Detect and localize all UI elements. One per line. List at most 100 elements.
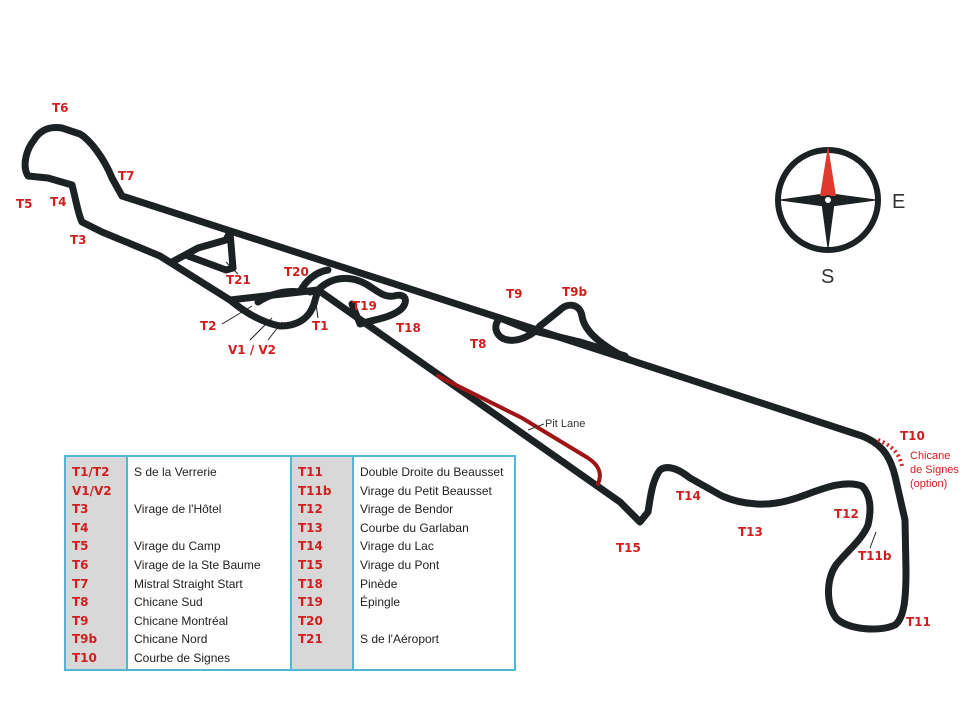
compass: E S xyxy=(775,146,905,288)
chicane-note-line-2: de Signes xyxy=(910,464,959,476)
pit-lane-pointer xyxy=(527,423,545,431)
compass-north-needle xyxy=(820,146,836,196)
legend-name: Pinède xyxy=(360,576,398,591)
pointer-t2 xyxy=(221,305,253,325)
legend-name: Chicane Sud xyxy=(134,595,203,610)
turn-label-t5: T5 xyxy=(16,197,33,211)
turn-label-t9: T9 xyxy=(506,287,523,301)
chicane-note-line-1: Chicane xyxy=(910,450,950,462)
turn-label-t15: T15 xyxy=(616,541,641,555)
legend-code: T12 xyxy=(298,502,323,517)
turn-label-t12: T12 xyxy=(834,507,859,521)
legend-code: V1/V2 xyxy=(72,483,112,498)
track-t8-t9-chicane xyxy=(492,301,634,364)
compass-center xyxy=(823,195,833,205)
turn-label-v1-v2: V1 / V2 xyxy=(228,343,276,357)
legend-code: T11 xyxy=(298,465,323,479)
turn-label-t18: T18 xyxy=(396,321,421,335)
compass-south-label: S xyxy=(821,266,834,288)
legend-code: T18 xyxy=(298,576,323,591)
turn-label-t9b: T9b xyxy=(562,285,588,299)
legend-code: T11b xyxy=(298,483,332,498)
turn-label-t13: T13 xyxy=(738,525,763,539)
turn-label-t8: T8 xyxy=(470,337,487,351)
track-t19-loop xyxy=(314,274,409,328)
legend-code: T8 xyxy=(72,595,89,610)
pit-lane-label: Pit Lane xyxy=(545,418,585,430)
pit-lane xyxy=(436,374,602,486)
turn-label-t10: T10 xyxy=(900,429,925,443)
compass-east-label: E xyxy=(892,191,905,213)
turn-label-t7: T7 xyxy=(118,169,135,183)
pointer-t11b xyxy=(869,531,877,549)
legend-name: Virage du Lac xyxy=(360,539,434,554)
turn-label-t19: T19 xyxy=(352,299,377,313)
legend-name xyxy=(354,612,514,630)
legend-code: T3 xyxy=(72,502,89,517)
legend-name: Double Droite du Beausset xyxy=(360,465,504,479)
track-t20-link xyxy=(296,266,332,296)
pointer-t21 xyxy=(225,261,239,275)
legend-name: S de l'Aéroport xyxy=(360,632,440,647)
legend-name: Mistral Straight Start xyxy=(134,576,243,591)
legend-name: Courbe de Signes xyxy=(134,651,231,665)
legend-name: Virage du Pont xyxy=(360,558,440,572)
legend-code: T10 xyxy=(72,651,97,665)
turn-label-t1: T1 xyxy=(312,319,329,333)
legend-code: T9b xyxy=(72,632,98,647)
chicane-signes-option xyxy=(877,438,904,467)
turn-label-t11: T11 xyxy=(906,615,931,629)
turn-labels: T6 T5 T4 T3 T7 T21 T20 T19 T18 T2 T1 V1 … xyxy=(16,101,931,629)
legend-name: Virage de l'Hôtel xyxy=(134,502,222,517)
legend-code: T20 xyxy=(298,613,323,628)
legend-code: T14 xyxy=(298,539,323,554)
chicane-signes-note: Chicane de Signes (option) xyxy=(910,450,959,490)
legend-name: Virage de Bendor xyxy=(360,502,454,517)
legend-name xyxy=(128,519,290,537)
legend-name: S de la Verrerie xyxy=(134,465,217,479)
turn-label-t11b: T11b xyxy=(858,549,892,563)
legend-code: T13 xyxy=(298,520,323,535)
pointer-v2 xyxy=(267,321,283,341)
legend-code: T7 xyxy=(72,576,89,591)
legend-code: T5 xyxy=(72,539,89,554)
legend-code: T21 xyxy=(298,632,323,647)
chicane-note-line-3: (option) xyxy=(910,478,947,490)
turn-label-t20: T20 xyxy=(284,265,309,279)
pointer-v1 xyxy=(249,317,273,341)
turn-label-t6: T6 xyxy=(52,101,69,115)
legend-code: T19 xyxy=(298,595,323,610)
legend-name xyxy=(128,482,290,500)
turn-label-t14: T14 xyxy=(676,489,701,503)
legend-code: T4 xyxy=(72,520,89,535)
track-main-loop xyxy=(21,124,910,633)
track xyxy=(21,124,910,633)
legend-name: Épingle xyxy=(360,595,401,610)
legend-code: T15 xyxy=(298,558,323,572)
legend-name: Courbe du Garlaban xyxy=(360,520,469,535)
legend-name: Virage du Petit Beausset xyxy=(360,483,492,498)
legend-code: T1/T2 xyxy=(72,465,110,479)
turn-label-t21: T21 xyxy=(226,273,251,287)
track-t1-t2-loop xyxy=(226,286,322,330)
legend-code: T6 xyxy=(72,558,89,572)
legend-name: Virage du Camp xyxy=(134,539,221,554)
legend-name: Chicane Montréal xyxy=(134,613,229,628)
turn-label-t3: T3 xyxy=(70,233,87,247)
turn-label-t4: T4 xyxy=(50,195,67,209)
label-pointers xyxy=(221,261,877,549)
track-t21-section xyxy=(168,228,237,274)
pointer-t1 xyxy=(315,303,319,319)
track-infield-left xyxy=(68,181,322,304)
turn-label-t2: T2 xyxy=(200,319,217,333)
legend-name: Virage de la Ste Baume xyxy=(134,558,261,572)
legend-code: T9 xyxy=(72,613,89,628)
legend-name: Chicane Nord xyxy=(134,632,208,647)
